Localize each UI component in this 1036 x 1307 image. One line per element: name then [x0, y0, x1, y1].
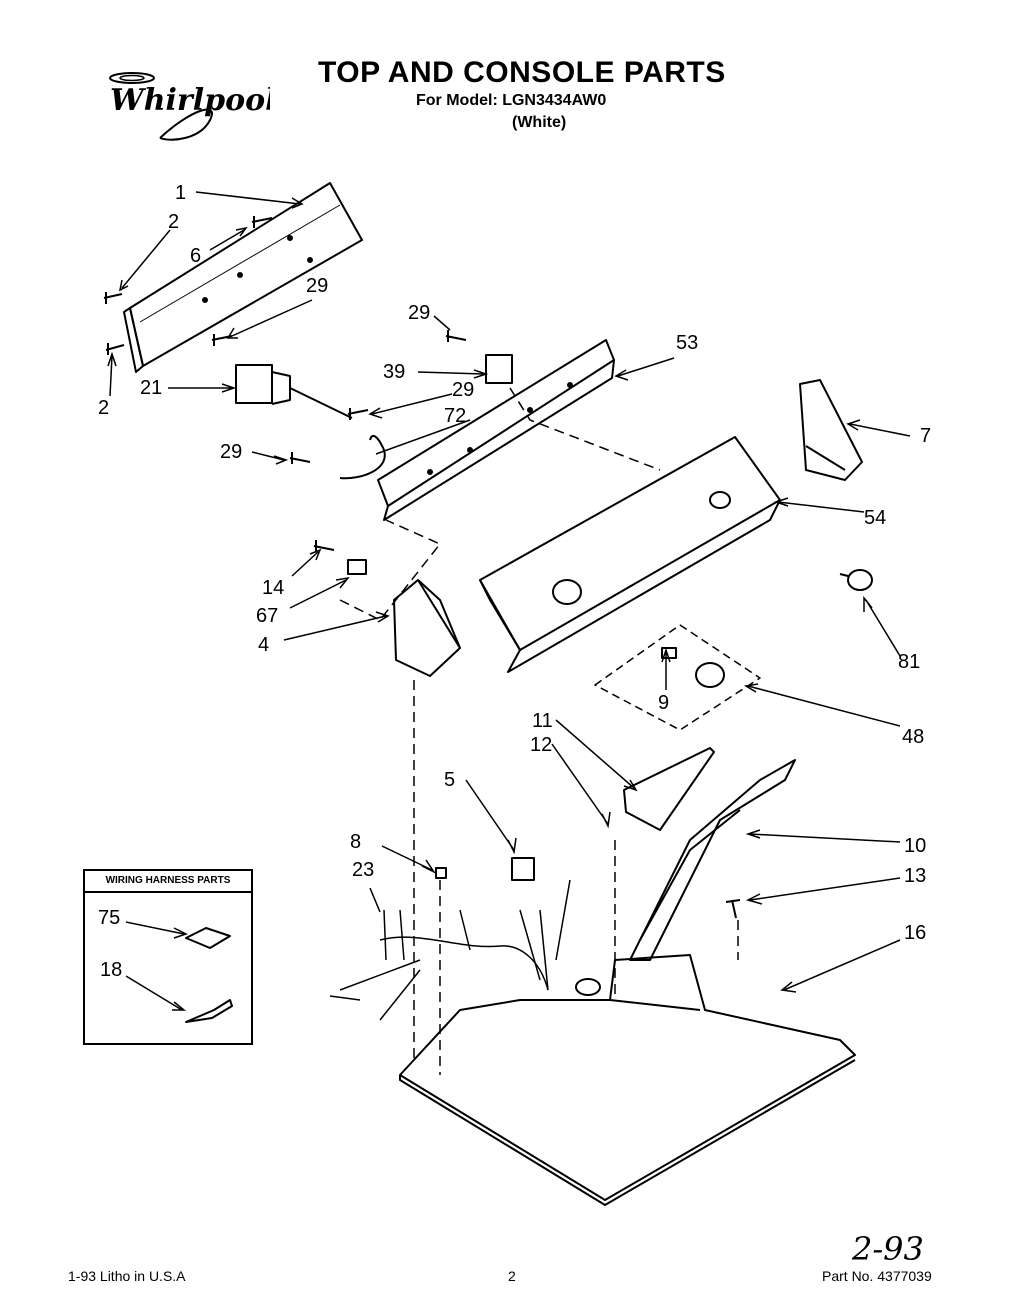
switch: [485, 354, 513, 384]
wiring-harness: [329, 879, 571, 1021]
callout-53: 53: [676, 332, 699, 354]
screw-29d: [289, 452, 311, 464]
callout-29a: 29: [306, 275, 329, 297]
callout-10: 10: [904, 835, 927, 857]
connector-5: [511, 857, 535, 881]
screw-6: [251, 216, 273, 228]
dryer-top: [399, 954, 856, 1206]
callout-16: 16: [904, 922, 927, 944]
lint-screen: [629, 759, 796, 961]
wiring-harness-parts-box: WIRING HARNESS PARTS: [83, 869, 253, 1045]
lint-screen-cover: [623, 747, 715, 831]
callout-72: 72: [444, 405, 467, 427]
color-line: (White): [512, 114, 567, 131]
page-title: TOP AND CONSOLE PARTS: [318, 56, 726, 89]
clamp-8: [435, 867, 447, 879]
screw-29b: [445, 330, 467, 342]
end-cap-right: [799, 379, 863, 481]
knob-81: [839, 569, 873, 591]
callout-8: 8: [350, 831, 362, 853]
callout-39: 39: [383, 361, 406, 383]
console-back-panel: [123, 182, 363, 373]
model-line: For Model: LGN3434AW0: [416, 92, 607, 109]
litho-note: 1-93 Litho in U.S.A: [68, 1268, 186, 1284]
callout-29c: 29: [452, 379, 475, 401]
wire-72: [339, 434, 386, 480]
page-number: 2: [508, 1268, 516, 1284]
callout-14: 14: [262, 577, 285, 599]
callout-6: 6: [190, 245, 202, 267]
callout-29d: 29: [220, 441, 243, 463]
callout-1: 1: [175, 182, 187, 204]
screw-2b: [105, 343, 125, 355]
callout-2a: 2: [168, 211, 180, 233]
terminal-18: [185, 999, 233, 1023]
part-number: Part No. 4377039: [822, 1268, 932, 1284]
callout-13: 13: [904, 865, 927, 887]
timer: [235, 364, 353, 419]
handwritten-date: 2-93: [852, 1230, 924, 1268]
callout-12: 12: [530, 734, 553, 756]
callout-75: 75: [98, 907, 121, 929]
control-bracket: [377, 339, 615, 521]
screw-2a: [103, 292, 123, 304]
callout-5: 5: [444, 769, 456, 791]
callout-11: 11: [532, 710, 553, 732]
end-cap-left: [393, 579, 461, 677]
terminal-75: [185, 927, 231, 949]
leader-lines: [107, 191, 911, 1011]
callout-9: 9: [658, 692, 670, 714]
knob-assembly-box: [594, 624, 761, 731]
callout-67: 67: [256, 605, 279, 627]
callout-7: 7: [920, 425, 932, 447]
callout-4: 4: [258, 634, 270, 656]
screw-13: [725, 899, 741, 919]
console: [479, 436, 781, 673]
callout-81: 81: [898, 651, 921, 673]
knob-48: [695, 662, 725, 688]
whirlpool-logo: Whirlpool: [100, 70, 277, 150]
callout-18: 18: [100, 959, 123, 981]
screw-29c: [347, 408, 369, 420]
callout-21: 21: [140, 377, 163, 399]
clip-67: [347, 559, 367, 575]
logo-text: Whirlpool: [110, 83, 270, 118]
callout-29b: 29: [408, 302, 431, 324]
callout-54: 54: [864, 507, 887, 529]
screw-14: [313, 540, 335, 552]
callout-23: 23: [352, 859, 375, 881]
wiring-harness-box-title: WIRING HARNESS PARTS: [85, 871, 251, 893]
callout-2b: 2: [98, 397, 110, 419]
callout-48: 48: [902, 726, 925, 748]
